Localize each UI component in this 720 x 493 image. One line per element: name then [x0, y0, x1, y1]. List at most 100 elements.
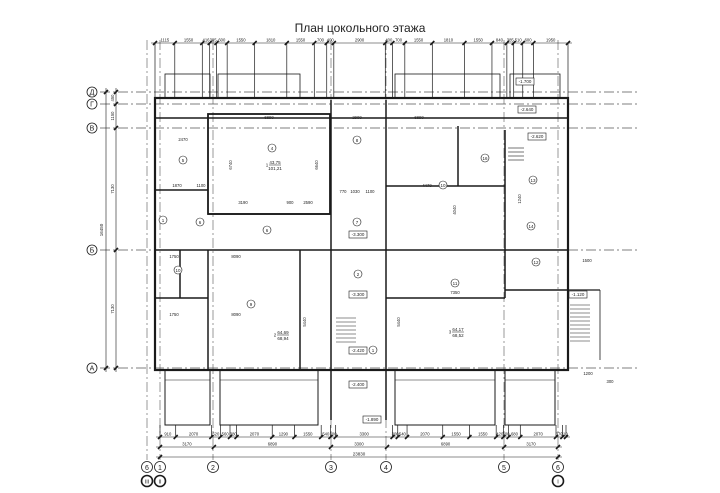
room-number: 9 [250, 302, 253, 307]
top-dimension-label: 840 [496, 38, 504, 43]
level-mark-box [527, 132, 547, 141]
bottom-dimension-label: 2070 [250, 432, 260, 437]
drawing-title: План цокольного этажа [294, 21, 426, 35]
level-mark: -1.700 [519, 79, 532, 84]
area-value: 68,94 [277, 336, 289, 341]
room-dimension-label: 1030 [350, 189, 360, 194]
axis-column-label: 1 [158, 465, 162, 472]
room-number-circle [528, 175, 538, 185]
level-mark-box [348, 230, 368, 239]
bottom-dimension-label: 300 [503, 432, 511, 437]
room-dimension-label: 6740 [228, 160, 233, 170]
top-dimension-label: 416 [202, 38, 210, 43]
room-dimension-label: 8090 [231, 312, 241, 317]
bottom-dimension-label: 680 [511, 432, 519, 437]
top-dimension-label: 400 [385, 38, 393, 43]
area-value: 64,69 [277, 330, 289, 335]
axis-column-label: 2 [211, 465, 215, 472]
axis-dimension-label: 3170 [182, 442, 192, 447]
top-dimension-label: 2900 [355, 38, 365, 43]
top-dimension-label: 1550 [474, 38, 484, 43]
top-dimension-label: 385 [507, 38, 515, 43]
bay-outline [504, 369, 556, 426]
section-label: I [557, 480, 559, 486]
bay-outline [394, 369, 496, 426]
dimension-tick [113, 125, 119, 131]
bottom-dimension-label: 370 [556, 432, 564, 437]
top-dimension-label: 1550 [414, 38, 424, 43]
room-dimension-label: 6890 [264, 115, 274, 120]
bottom-dimension-label: 520 [212, 432, 220, 437]
room-number-circle [195, 217, 205, 227]
top-dimension-label: 700 [317, 38, 325, 43]
room-dimension-label: 2900 [352, 115, 362, 120]
axis-marker-circle [86, 244, 98, 256]
room-dimension-label: 6640 [314, 160, 319, 170]
bottom-dimension-label: 540 [399, 432, 407, 437]
bottom-dimension-label: 1550 [478, 432, 488, 437]
bay-outline [164, 369, 211, 426]
top-dimension-label: 400 [327, 38, 335, 43]
room-dimension-label: 7350 [450, 290, 460, 295]
top-dimension-label: 1550 [296, 38, 306, 43]
room-dimension-label: 1750 [169, 312, 179, 317]
room-number-circle [450, 278, 460, 288]
top-dimension-label: 1810 [444, 38, 454, 43]
room-dimension-label: 1750 [169, 254, 179, 259]
room-number-circle [353, 269, 363, 279]
dimension-tick [384, 444, 390, 450]
dimension-tick [501, 444, 507, 450]
level-mark: -2.620 [531, 134, 544, 139]
top-dimension-label: 385 [210, 38, 218, 43]
dimension-tick [157, 444, 163, 450]
bottom-dimension-label: 420 [496, 432, 504, 437]
room-number-circle [438, 180, 448, 190]
room-number-circle [173, 265, 183, 275]
dimension-tick [103, 365, 109, 371]
axis-marker-circle [154, 461, 166, 473]
room-dimension-label: 4040 [452, 205, 457, 215]
left-dimension-label: 7130 [110, 184, 115, 194]
axis-marker-circle [207, 461, 219, 473]
axis-column-label: 5 [502, 465, 506, 472]
level-mark: -2.420 [352, 348, 365, 353]
area-value: 64,17 [452, 327, 464, 332]
axis-row-label: Д [90, 90, 95, 97]
dimension-tick [211, 444, 217, 450]
axis-marker-circle [141, 461, 153, 473]
bottom-dimension-label: 2070 [189, 432, 199, 437]
top-dimension-label: 700 [395, 38, 403, 43]
dimension-tick [157, 454, 163, 460]
level-mark-box [515, 77, 535, 86]
top-dimension-label: 510 [515, 38, 523, 43]
room-number-circle [158, 215, 168, 225]
room-number-circle [352, 217, 362, 227]
room-number: 14 [528, 224, 534, 229]
axis-column-label: 3 [329, 465, 333, 472]
balcony-outline [164, 73, 211, 99]
bottom-dimension-label: 210 [561, 432, 569, 437]
room-dimension-label: 2470 [178, 137, 188, 142]
bay-outline [219, 369, 319, 426]
axis-dimension-label: 6890 [441, 442, 451, 447]
room-number: 7 [356, 220, 359, 225]
axis-column-label: 6 [556, 465, 560, 472]
room-number: 1 [162, 218, 165, 223]
room-dimension-label: 1200 [583, 371, 593, 376]
area-index: 1 [266, 163, 269, 168]
balcony-outline [217, 73, 301, 99]
room-number-circle [368, 345, 378, 355]
room-dimension-label: 2590 [303, 200, 313, 205]
section-label: II [158, 480, 162, 486]
left-total-dimension: 16450 [99, 223, 104, 236]
room-dimension-label: 770 [340, 189, 348, 194]
bottom-dimension-label: 380 [230, 432, 238, 437]
room-number: 8 [356, 138, 359, 143]
axis-row-label: А [90, 366, 95, 373]
axis-dimension-label: 3170 [526, 442, 536, 447]
area-index: 3 [449, 330, 452, 335]
room-dimension-label: 900 [287, 200, 295, 205]
axis-marker-circle [498, 461, 510, 473]
balcony-outline [509, 73, 561, 99]
top-dimension-label: 1550 [236, 38, 246, 43]
